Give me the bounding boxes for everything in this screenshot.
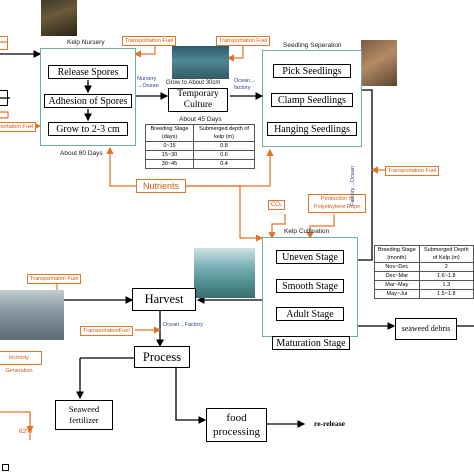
- process-box: Process: [134, 346, 190, 368]
- culture-table-cell: 0.6: [193, 150, 255, 160]
- culture-table-cell: 15~30: [144, 150, 195, 160]
- food-processing-box: food processing: [206, 408, 267, 442]
- cultivation-photo: [194, 248, 255, 298]
- cultivation-table-cell: Nov~Dec: [374, 262, 420, 272]
- fuel-label-right: Transportation Fuel: [385, 166, 440, 176]
- rope-production-box: Production of Polyethylene Rope: [308, 194, 366, 213]
- partial-input-box-top: [0, 36, 8, 50]
- separation-photo: [361, 40, 397, 86]
- kelp-nursery-title: Kelp Nursery: [67, 39, 105, 46]
- adult-stage: Adult Stage: [276, 307, 344, 321]
- culture-table-cell: 0~15: [144, 141, 195, 151]
- culture-table-cell: 0.8: [193, 141, 255, 151]
- culture-duration: About 45 Days: [179, 116, 222, 123]
- temporary-culture-stage: Temporary Culture: [168, 88, 228, 112]
- flow-ocean-factory-mid: Ocean→Factory: [163, 322, 204, 328]
- kelp-cultivation-title: Kelp Cultivation: [284, 228, 330, 235]
- cultivation-depth-table: Breeding Stage (month)Submerged Depth of…: [374, 245, 474, 299]
- cultivation-table-cell: Mar~May: [374, 280, 420, 290]
- culture-table-cell: 0.4: [193, 159, 255, 169]
- nursery-duration: About 80 Days: [60, 150, 103, 157]
- cultivation-table-header: Breeding Stage (month): [374, 245, 420, 263]
- cultivation-table-cell: Dec~Mar: [374, 271, 420, 281]
- electricity-generation-box: lectricity Generation: [0, 351, 42, 374]
- grow-to-2-3cm-stage: Grow to 2-3 cm: [48, 122, 128, 136]
- fuel-label-nursery: Transportation Fuel: [122, 36, 177, 46]
- percent-label: 62%: [19, 428, 33, 435]
- hanging-seedlings-stage: Hanging Seedlings: [267, 122, 357, 136]
- spore-photo: [41, 0, 77, 36]
- culture-table-header: Submerged depth of kelp (m): [193, 124, 255, 142]
- grow-to-30cm-label: Grow to About 30cm: [166, 80, 221, 86]
- uneven-stage: Uneven Stage: [276, 250, 344, 264]
- fuel-label-harvest-left: Transportation Fuel: [27, 274, 82, 284]
- partial-input-box-mid: [0, 90, 8, 106]
- flow-ocean-factory-top: Ocean→ factory: [234, 78, 256, 91]
- factory-photo: [0, 290, 64, 340]
- fuel-label-harvest-mid: TransportationFuel: [80, 326, 133, 336]
- release-spores-stage: Release Spores: [48, 65, 128, 79]
- fuel-label-left: Transportation Fuel: [0, 122, 37, 132]
- cultivation-table-cell: 1.3: [418, 280, 474, 290]
- adhesion-of-spores-stage: Adhesion of Spores: [44, 94, 132, 108]
- culture-photo: [172, 46, 229, 79]
- arrow-separation-to-cultivation: [347, 89, 373, 264]
- flow-nursery-ocean: Nursery →Ocean: [137, 76, 159, 89]
- cultivation-table-cell: 2: [418, 262, 474, 272]
- re-release-label: re-release: [314, 419, 345, 428]
- flow-factory-ocean: Factory→Ocean: [350, 165, 356, 206]
- co2-box: CO₂: [268, 200, 285, 210]
- seedling-separation-title: Seedling Seperation: [283, 42, 342, 49]
- pick-seedlings-stage: Pick Seedlings: [273, 64, 351, 78]
- seaweed-fertilizer-box: Seaweed fertilizer: [55, 400, 113, 430]
- cultivation-table-cell: 1.6~1.8: [418, 271, 474, 281]
- cultivation-table-cell: 1.5~1.8: [418, 289, 474, 299]
- arrow-process-to-food: [175, 368, 207, 424]
- smooth-stage: Smooth Stage: [276, 279, 344, 293]
- culture-depth-table: Breeding Stage (days)Submerged depth of …: [144, 124, 255, 169]
- harvest-box: Harvest: [132, 288, 196, 311]
- culture-table-cell: 30~45: [144, 159, 195, 169]
- nutrients-box: Nutrients: [136, 179, 186, 193]
- partial-box-bottom: [2, 464, 9, 471]
- cultivation-table-cell: May~Jul: [374, 289, 420, 299]
- cultivation-table-header: Submerged Depth of Kelp (m): [418, 245, 474, 263]
- fuel-label-culture: Transportation Fuel: [216, 36, 271, 46]
- maturation-stage: Maturation Stage: [272, 336, 350, 350]
- clamp-seedlings-stage: Clamp Seedlings: [271, 93, 353, 107]
- seaweed-debris-box: seaweed debris: [395, 318, 457, 340]
- culture-table-header: Breeding Stage (days): [144, 124, 195, 142]
